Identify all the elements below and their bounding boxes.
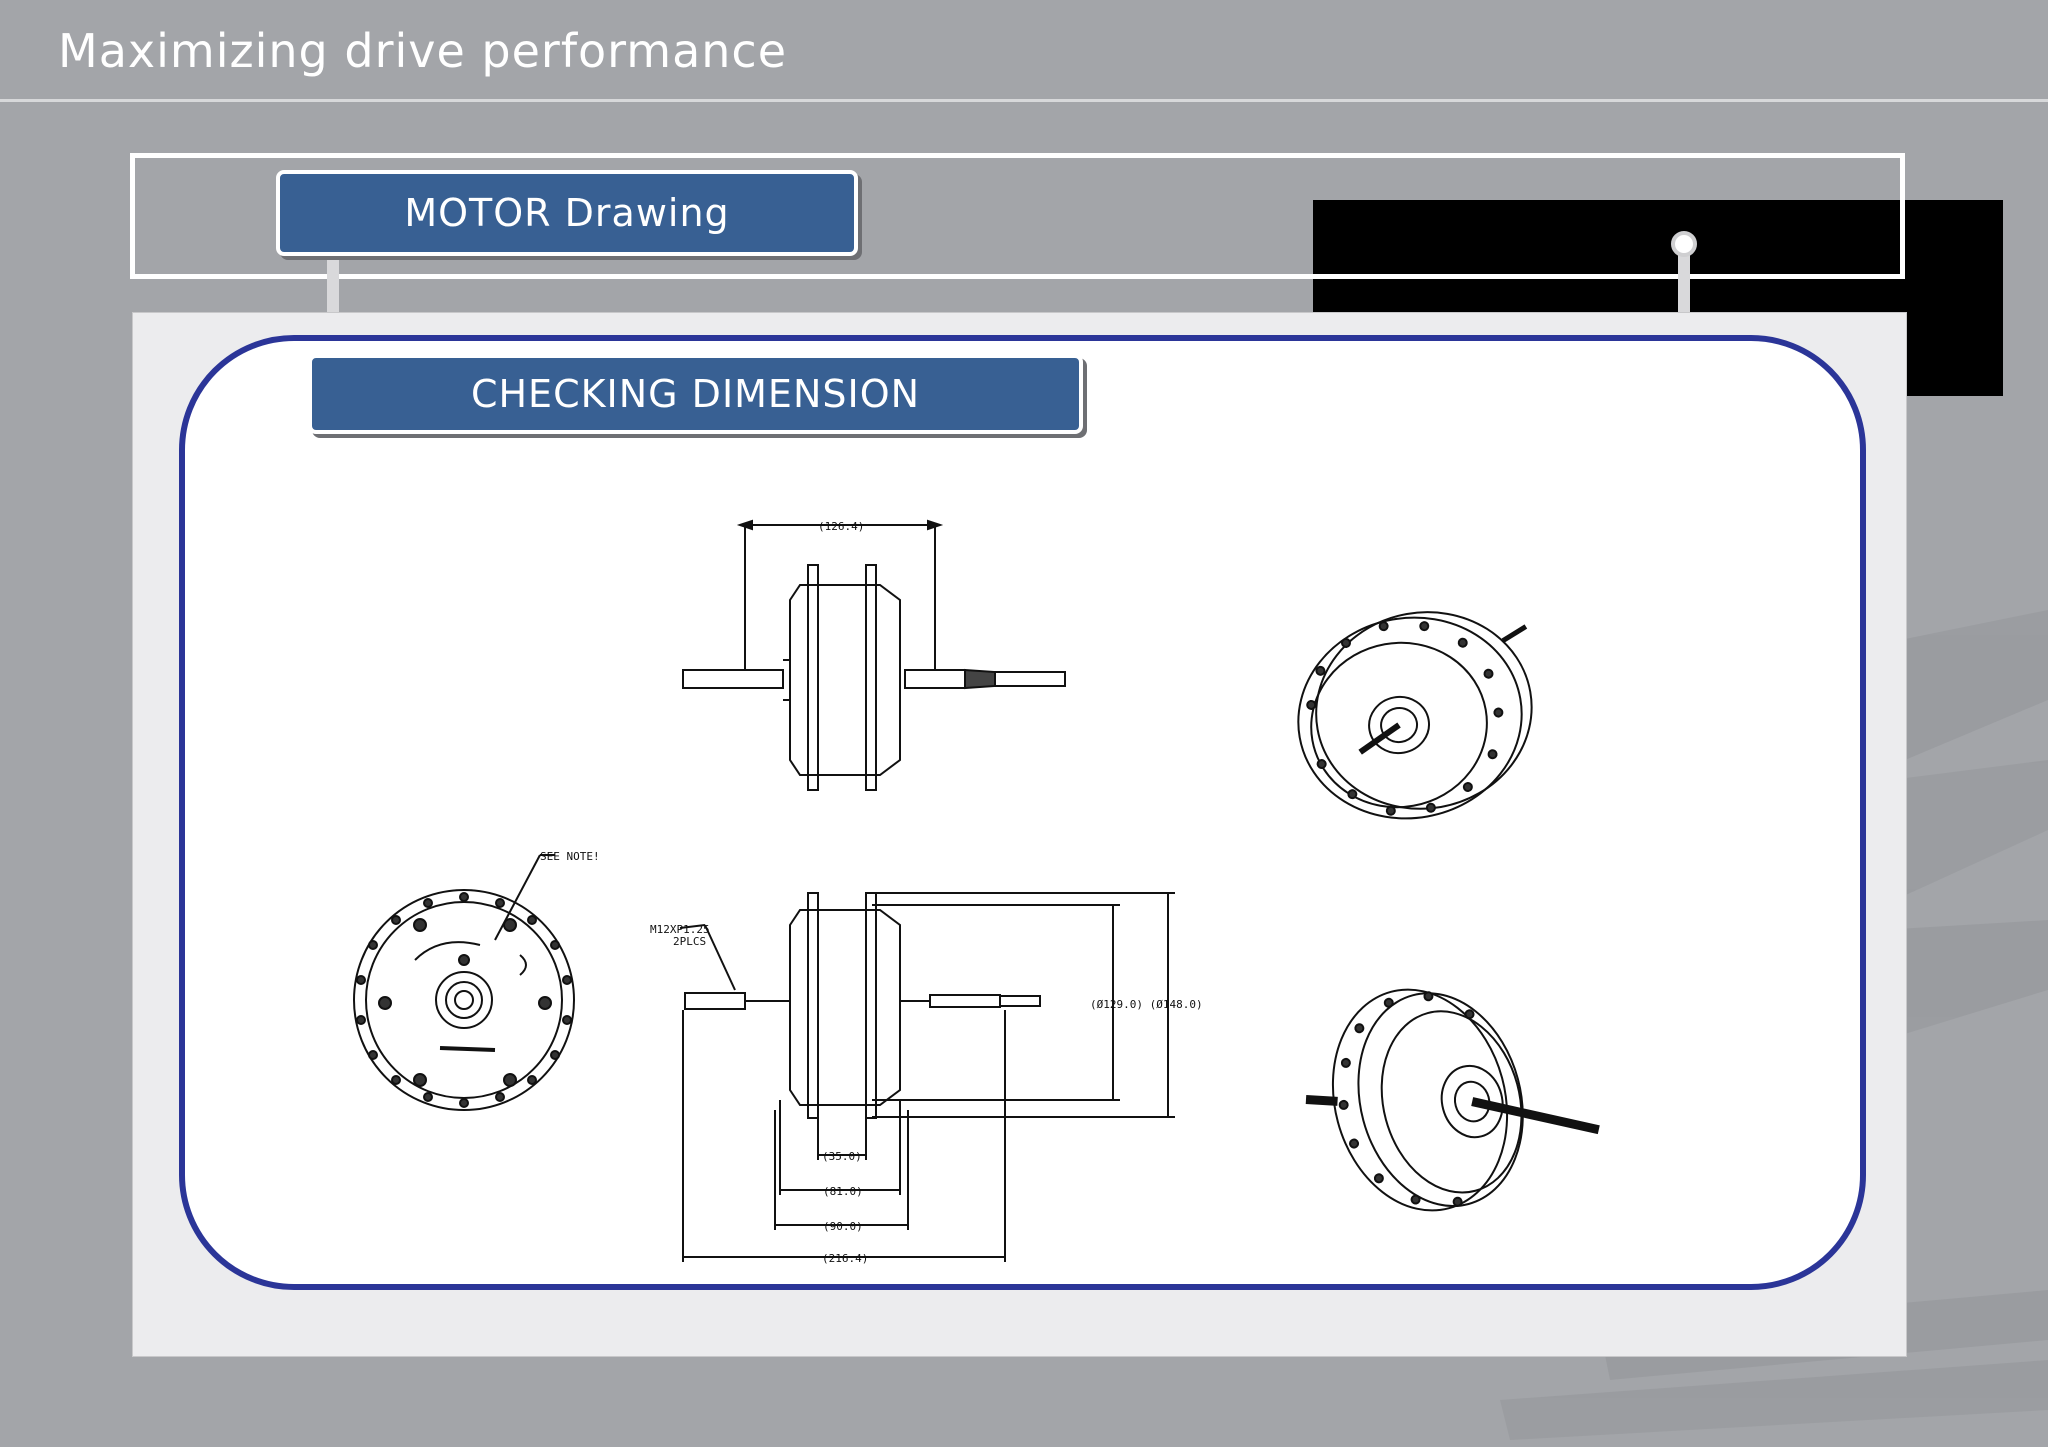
thread-label-1: M12XP1.25 bbox=[650, 923, 710, 936]
dim-90: (90.0) bbox=[823, 1220, 863, 1233]
dim-35: (35.0) bbox=[822, 1150, 862, 1163]
dim-81: (81.0) bbox=[823, 1185, 863, 1198]
motor-iso-view-top bbox=[1297, 611, 1533, 820]
dim-diameters: (Ø129.0) (Ø148.0) bbox=[1090, 998, 1203, 1011]
checking-dimension-tag: CHECKING DIMENSION bbox=[308, 354, 1083, 434]
title-divider bbox=[0, 99, 2048, 102]
page-title: Maximizing drive performance bbox=[58, 24, 788, 78]
dim-top-width: (126.4) bbox=[818, 520, 864, 533]
motor-side-view-top bbox=[682, 519, 1066, 791]
header-frame bbox=[130, 153, 1905, 279]
motor-drawing-tag: MOTOR Drawing bbox=[276, 170, 858, 256]
motor-side-view-bottom bbox=[679, 892, 1175, 1262]
thread-label-2: 2PLCS bbox=[673, 935, 706, 948]
dim-note: SEE NOTE! bbox=[540, 850, 600, 863]
dim-216: (216.4) bbox=[822, 1252, 868, 1265]
motor-front-view bbox=[353, 854, 575, 1111]
connector-pin bbox=[1671, 231, 1697, 257]
motor-iso-view-bottom bbox=[1305, 988, 1600, 1212]
